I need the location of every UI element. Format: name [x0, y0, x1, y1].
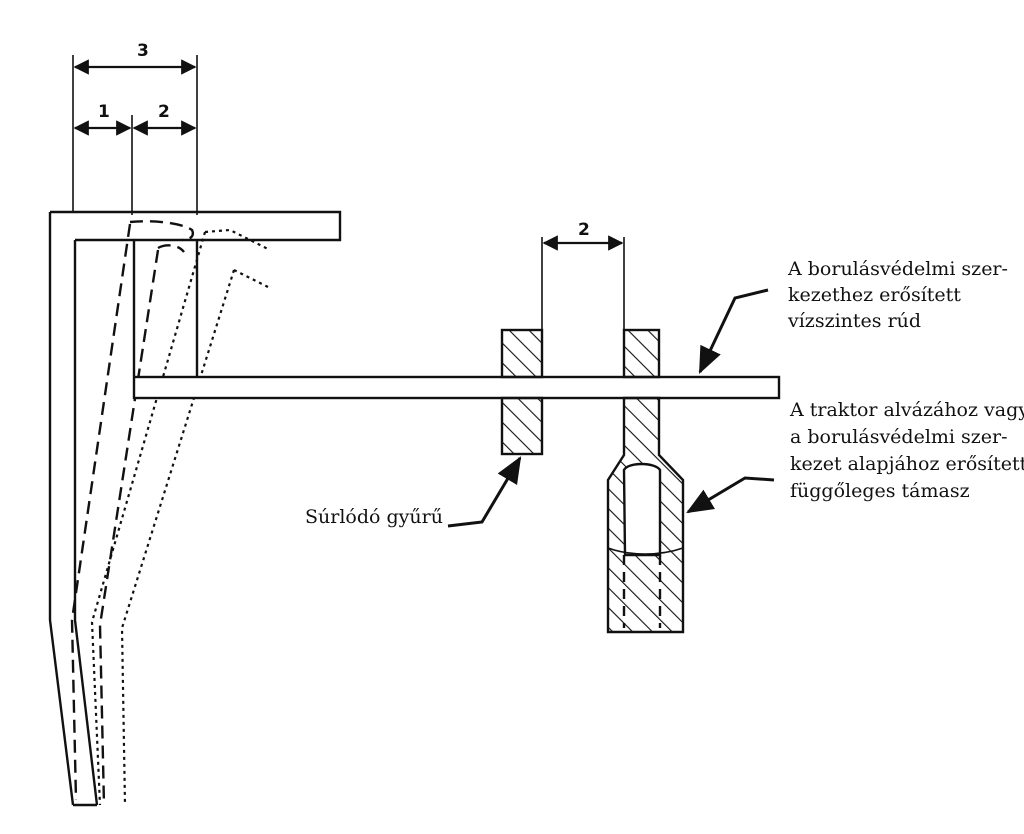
deflected-outline-dashed — [70, 220, 195, 806]
leader-arrows — [447, 288, 775, 528]
deflected-outline-dotted — [90, 228, 271, 806]
dimension-lines — [72, 55, 625, 330]
dimension-2-right-label: 2 — [578, 220, 590, 240]
vertical-support — [606, 396, 685, 634]
friction-rings — [500, 328, 661, 456]
horizontal-bar — [132, 375, 781, 400]
arrow-vertical-support — [686, 476, 775, 514]
label-vertical-support: A traktor alvázához vagy a borulásvédelm… — [789, 399, 1024, 502]
dimension-2-label: 2 — [158, 102, 170, 122]
label-vertical-support-line-2: a borulásvédelmi szer- — [790, 426, 1008, 448]
label-vertical-support-line-1: A traktor alvázához vagy — [789, 399, 1024, 421]
label-horizontal-bar-line-3: vízszintes rúd — [787, 310, 921, 332]
friction-ring-bottom-left — [500, 396, 544, 456]
upright-outer — [48, 212, 75, 806]
arrow-horizontal-bar — [698, 288, 769, 375]
label-horizontal-bar-line-1: A borulásvédelmi szer- — [787, 258, 1008, 280]
friction-ring-top-left — [500, 328, 544, 379]
dimension-1-label: 1 — [98, 102, 110, 122]
label-vertical-support-line-4: függőleges támasz — [790, 480, 970, 502]
friction-ring-top-right — [622, 328, 661, 379]
top-beam — [50, 210, 342, 242]
upright-inner — [73, 240, 99, 806]
label-friction-ring: Súrlódó gyűrű — [305, 506, 443, 528]
arrow-friction-ring — [447, 456, 522, 528]
label-horizontal-bar: A borulásvédelmi szer- kezethez erősítet… — [787, 258, 1008, 332]
label-vertical-support-line-3: kezet alapjához erősített — [790, 453, 1024, 475]
rops-frame-solid — [48, 210, 342, 807]
dimension-3-label: 3 — [137, 41, 149, 61]
label-horizontal-bar-line-2: kezethez erősített — [788, 284, 961, 306]
